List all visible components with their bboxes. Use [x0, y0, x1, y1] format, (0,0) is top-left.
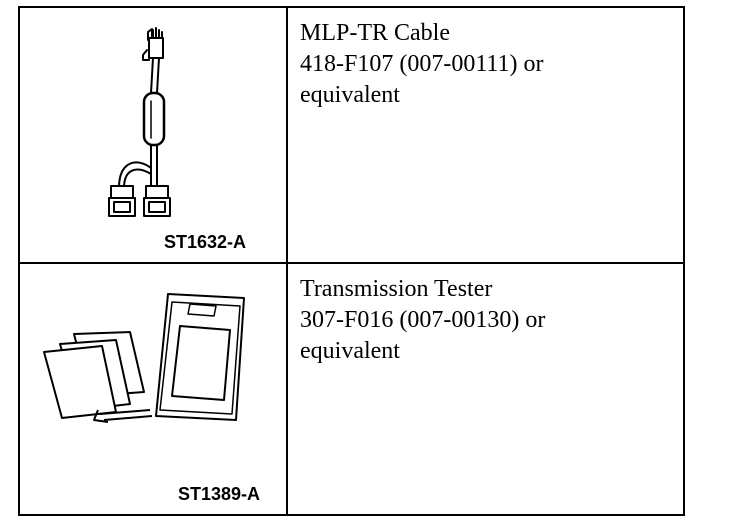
- tool-equivalent-note: equivalent: [300, 338, 400, 364]
- tester-icon: [43, 293, 245, 423]
- illustration-code: ST1632-A: [164, 232, 247, 252]
- tool-description-cell: MLP-TR Cable 418-F107 (007-00111) or equ…: [286, 6, 685, 264]
- cable-icon: [108, 27, 171, 217]
- special-tools-table: ST1632-A MLP-TR Cable 418-F107 (007-0011…: [18, 6, 685, 516]
- tool-equivalent-note: equivalent: [300, 82, 400, 108]
- tool-row: ST1389-A Transmission Tester 307-F016 (0…: [18, 262, 685, 516]
- illustration-code: ST1389-A: [178, 484, 261, 504]
- tool-row: ST1632-A MLP-TR Cable 418-F107 (007-0011…: [18, 6, 685, 264]
- tool-name: MLP-TR Cable: [300, 20, 450, 46]
- tool-image-cell: ST1632-A: [18, 6, 288, 264]
- tool-image-cell: ST1389-A: [18, 262, 288, 516]
- tool-name: Transmission Tester: [300, 276, 493, 302]
- tool-number: 418-F107 (007-00111) or: [300, 51, 544, 77]
- tool-number: 307-F016 (007-00130) or: [300, 307, 546, 333]
- tool-description-cell: Transmission Tester 307-F016 (007-00130)…: [286, 262, 685, 516]
